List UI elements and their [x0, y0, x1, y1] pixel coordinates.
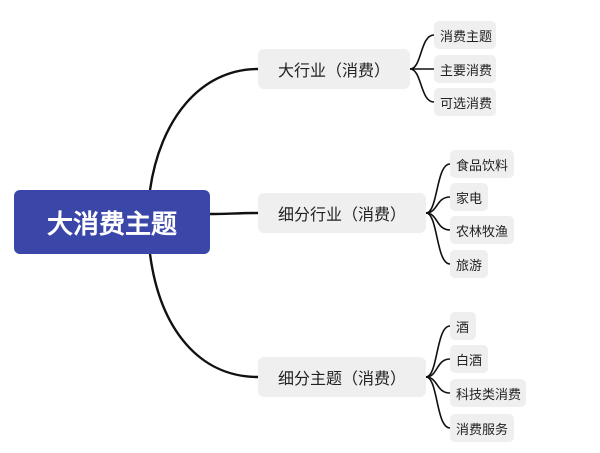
leaf-node[interactable]: 主要消费	[434, 55, 496, 83]
connector-root-branch-2	[209, 211, 259, 216]
leaf-node[interactable]: 科技类消费	[450, 379, 526, 407]
leaf-node[interactable]: 白酒	[450, 345, 488, 373]
leaf-node[interactable]: 家电	[450, 183, 488, 211]
connector-b2-leaf-1	[425, 163, 451, 214]
connector-root-branch-3	[148, 253, 259, 379]
connector-b1-leaf-1	[409, 34, 435, 70]
branch-label: 细分主题（消费）	[277, 369, 406, 388]
leaf-label: 消费主题	[440, 29, 493, 45]
leaf-label: 科技类消费	[456, 387, 522, 403]
branch-node-sub-industry[interactable]: 细分行业（消费）	[258, 193, 426, 233]
leaf-label: 旅游	[456, 258, 483, 274]
leaf-label: 白酒	[456, 353, 483, 369]
branch-label: 大行业（消费）	[277, 61, 390, 80]
leaf-node[interactable]: 消费主题	[434, 21, 496, 49]
branch-label: 细分行业（消费）	[277, 205, 406, 224]
root-node[interactable]: 大消费主题	[14, 190, 210, 254]
connector-b3-leaf-4	[425, 376, 451, 429]
leaf-label: 家电	[456, 191, 483, 207]
leaf-node[interactable]: 旅游	[450, 250, 488, 278]
leaf-label: 主要消费	[440, 63, 493, 79]
connector-b3-leaf-1	[425, 325, 451, 378]
leaf-label: 可选消费	[440, 96, 493, 112]
root-label: 大消费主题	[46, 209, 177, 240]
leaf-label: 酒	[456, 320, 470, 336]
branch-node-major-industry[interactable]: 大行业（消费）	[258, 49, 410, 89]
connector-b1-leaf-3	[409, 68, 435, 103]
leaf-node[interactable]: 食品饮料	[450, 150, 514, 178]
leaf-node[interactable]: 农林牧渔	[450, 216, 514, 244]
leaf-node[interactable]: 可选消费	[434, 88, 496, 116]
leaf-label: 农林牧渔	[456, 224, 509, 240]
leaf-node[interactable]: 酒	[450, 312, 476, 340]
connector-root-branch-1	[148, 67, 259, 191]
leaf-label: 消费服务	[456, 422, 509, 438]
leaf-label: 食品饮料	[456, 158, 509, 174]
leaf-node[interactable]: 消费服务	[450, 414, 514, 442]
branch-node-sub-theme[interactable]: 细分主题（消费）	[258, 357, 426, 397]
connector-b2-leaf-4	[425, 212, 451, 265]
